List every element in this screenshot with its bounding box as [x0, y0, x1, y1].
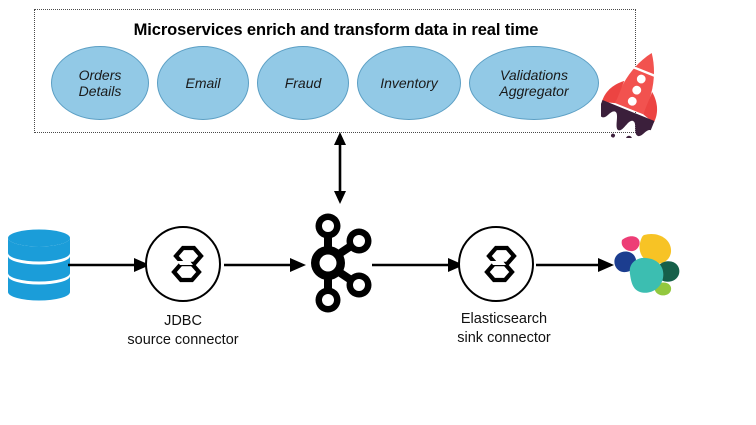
- microservices-panel: Microservices enrich and transform data …: [34, 9, 658, 142]
- jdbc-source-connector-node[interactable]: [145, 226, 221, 302]
- elastic-logo-icon: [608, 230, 684, 298]
- service-ellipse-inventory[interactable]: Inventory: [357, 46, 461, 120]
- service-label-fraud: Fraud: [284, 74, 322, 91]
- service-ellipse-fraud[interactable]: Fraud: [257, 46, 349, 120]
- elasticsearch-sink-connector-node[interactable]: [458, 226, 534, 302]
- jdbc-caption-line1: JDBC: [164, 313, 202, 329]
- apache-kafka-icon: [302, 208, 374, 318]
- arrow-connector-to-elastic: [536, 252, 614, 278]
- kafka-connect-icon: [484, 245, 517, 283]
- service-label-inventory: Inventory: [380, 74, 438, 91]
- rocket-icon: [598, 46, 671, 142]
- double-headed-arrow-icon: [320, 132, 360, 204]
- jdbc-connector-caption: JDBC source connector: [98, 312, 268, 350]
- service-label-email: Email: [185, 74, 221, 91]
- es-caption-line2: sink connector: [457, 329, 551, 346]
- service-ellipse-email[interactable]: Email: [157, 46, 249, 120]
- database-cylinder-icon: [6, 228, 72, 302]
- arrow-source-to-jdbc: [68, 252, 150, 278]
- es-caption-line1: Elasticsearch: [460, 311, 548, 327]
- arrow-jdbc-to-kafka: [224, 252, 306, 278]
- kafka-connect-icon: [171, 245, 204, 283]
- elasticsearch-connector-caption: Elasticsearch sink connector: [418, 310, 590, 348]
- jdbc-caption-line2: source connector: [127, 331, 239, 348]
- panel-title: Microservices enrich and transform data …: [133, 21, 539, 39]
- arrow-kafka-to-elasticsearch-connector: [372, 252, 464, 278]
